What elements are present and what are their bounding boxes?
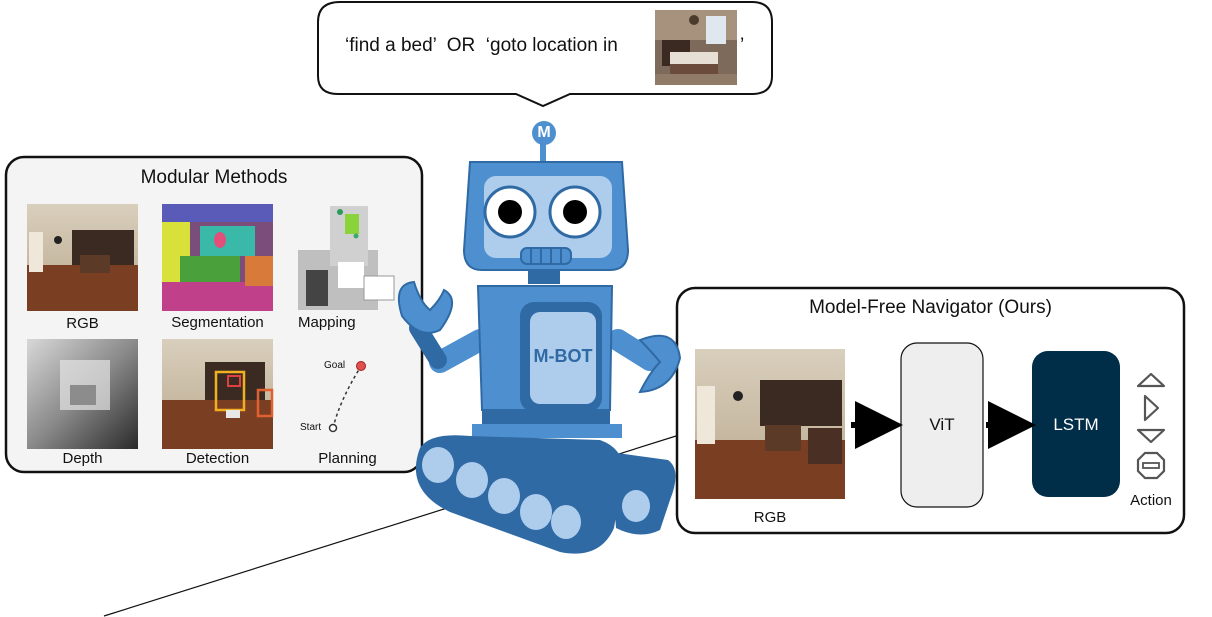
- robot-chest-label: M-BOT: [533, 346, 593, 366]
- panel-label-planning: Planning: [318, 450, 377, 467]
- kitchen-rgb-photo-icon: [27, 204, 138, 311]
- robot-mascot: [398, 121, 682, 554]
- panel-label-mapping: Mapping: [298, 314, 356, 331]
- planning-start-label: Start: [300, 422, 322, 433]
- segmentation-map-icon: [162, 204, 273, 311]
- panel-label-detection: Detection: [185, 450, 250, 467]
- bubble-text-after: ’: [740, 35, 745, 56]
- move-forward-icon: [1136, 372, 1166, 388]
- action-label: Action: [1130, 492, 1172, 509]
- panel-label-rgb: RGB: [66, 315, 99, 332]
- navigator-rgb-photo-icon: [695, 349, 845, 499]
- planning-goal-label: Goal: [324, 360, 346, 371]
- panel-label-depth: Depth: [62, 450, 103, 467]
- lstm-block: [1032, 351, 1120, 497]
- navigator-rgb-label: RGB: [753, 509, 787, 526]
- vit-label: ViT: [929, 415, 955, 434]
- floorplan-map-icon: [298, 206, 395, 310]
- modular-methods-title: Modular Methods: [140, 167, 288, 188]
- turn-left-icon: [1136, 428, 1166, 444]
- bubble-text-before: ‘find a bed’ OR ‘goto location in: [345, 35, 618, 56]
- panel-label-segmentation: Segmentation: [171, 314, 264, 331]
- bedroom-photo-icon: [655, 10, 737, 85]
- robot-badge-letter: M: [537, 124, 551, 141]
- detection-boxes-icon: [162, 339, 274, 449]
- turn-right-icon: [1143, 394, 1160, 422]
- navigator-title: Model-Free Navigator (Ours): [809, 297, 1052, 318]
- depth-image-icon: [27, 339, 138, 449]
- stop-icon: [1136, 451, 1166, 480]
- path-plan-icon: [328, 361, 366, 433]
- lstm-label: LSTM: [1053, 415, 1099, 434]
